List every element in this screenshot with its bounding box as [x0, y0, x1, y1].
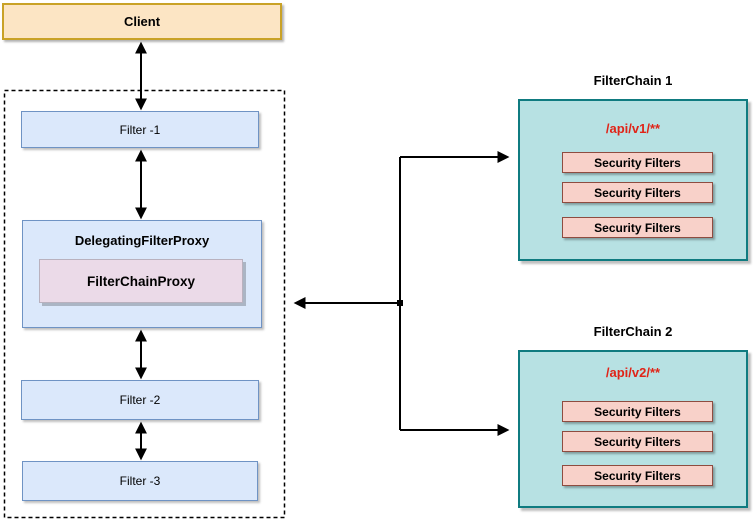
filter-3-label: Filter -3	[119, 474, 161, 488]
security-filter-box: Security Filters	[562, 465, 713, 486]
delegating-filter-proxy-label: DelegatingFilterProxy	[74, 233, 210, 248]
filterchain-1-box: /api/v1/** Security Filters Security Fil…	[518, 99, 748, 261]
branch-junction-dot	[397, 300, 403, 306]
filterchain-2-title: FilterChain 2	[593, 324, 673, 339]
filterchain-2-box: /api/v2/** Security Filters Security Fil…	[518, 350, 748, 508]
security-filter-label: Security Filters	[594, 434, 681, 449]
client-label: Client	[123, 14, 161, 29]
filter-1-box: Filter -1	[21, 111, 259, 148]
filter-2-label: Filter -2	[119, 393, 161, 407]
security-filter-label: Security Filters	[594, 185, 681, 200]
filterchain-1-title: FilterChain 1	[593, 73, 673, 88]
filter-1-label: Filter -1	[119, 122, 161, 137]
filterchain-2-url-pattern: /api/v2/**	[605, 365, 661, 380]
security-filter-label: Security Filters	[594, 468, 681, 483]
security-filter-label: Security Filters	[594, 220, 681, 235]
security-filter-box: Security Filters	[562, 152, 713, 173]
security-filter-box: Security Filters	[562, 182, 713, 203]
security-filter-label: Security Filters	[594, 404, 681, 419]
filter-chain-proxy-box: FilterChainProxy	[39, 259, 243, 303]
client-box: Client	[2, 3, 282, 40]
security-filter-box: Security Filters	[562, 217, 713, 238]
security-filter-label: Security Filters	[594, 155, 681, 170]
filter-2-box: Filter -2	[21, 380, 259, 420]
security-filter-box: Security Filters	[562, 431, 713, 452]
delegating-filter-proxy-box: DelegatingFilterProxy FilterChainProxy	[22, 220, 262, 328]
security-filter-box: Security Filters	[562, 401, 713, 422]
filter-chain-proxy-label: FilterChainProxy	[86, 273, 196, 289]
filter-3-box: Filter -3	[22, 461, 258, 501]
filterchain-1-url-pattern: /api/v1/**	[605, 121, 661, 136]
